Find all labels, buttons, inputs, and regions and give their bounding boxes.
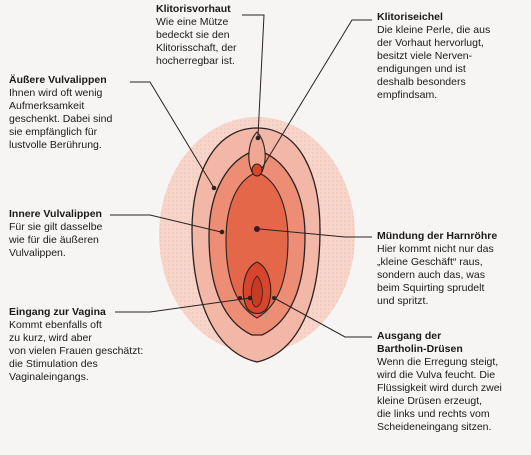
leader-line-bartholin <box>275 298 372 338</box>
label-innere-vulvalippen-title: Innere Vulvalippen <box>9 208 102 220</box>
label-muendung-harnroehre: Mündung der Harnröhre Hier kommt nicht n… <box>377 230 527 308</box>
bartholin-right-dot <box>272 296 276 300</box>
label-aeussere-vulvalippen-title: Äußere Vulvalippen <box>9 74 107 86</box>
label-klitoriseichel: Klitoriseichel Die kleine Perle, die aus… <box>377 11 527 102</box>
leader-dot-klitorisvorhaut <box>255 135 261 141</box>
label-klitorisvorhaut-title: Klitorisvorhaut <box>156 3 231 15</box>
label-klitorisvorhaut: Klitorisvorhaut Wie eine Mütze bedeckt s… <box>156 3 276 68</box>
label-muendung-harnroehre-title: Mündung der Harnröhre <box>377 230 498 242</box>
label-klitoriseichel-title: Klitoriseichel <box>377 11 443 23</box>
label-innere-vulvalippen: Innere Vulvalippen Für sie gilt dasselbe… <box>9 208 149 260</box>
label-innere-vulvalippen-desc: Für sie gilt dasselbe wie für die äußere… <box>9 221 103 259</box>
leader-line-innere-vulvalippen <box>110 214 222 233</box>
label-eingang-vagina-desc: Kommt ebenfalls oft zu kurz, wird aber v… <box>9 319 144 383</box>
label-bartholin-druesen: Ausgang der Bartholin-Drüsen Wenn die Er… <box>377 330 527 434</box>
label-klitoriseichel-desc: Die kleine Perle, die aus der Vorhaut he… <box>377 24 491 101</box>
urethral-opening-shape <box>254 226 260 232</box>
label-bartholin-druesen-desc: Wenn die Erregung steigt, wird die Vulva… <box>377 356 502 433</box>
label-eingang-vagina: Eingang zur Vagina Kommt ebenfalls oft z… <box>9 306 159 384</box>
label-bartholin-druesen-title: Ausgang der Bartholin-Drüsen <box>377 330 463 355</box>
label-aeussere-vulvalippen-desc: Ihnen wird oft wenig Aufmerksamkeit gesc… <box>9 87 113 151</box>
label-aeussere-vulvalippen: Äußere Vulvalippen Ihnen wird oft wenig … <box>9 74 149 152</box>
leader-line-harnroehre <box>259 228 372 238</box>
label-muendung-harnroehre-desc: Hier kommt nicht nur das „kleine Geschäf… <box>377 243 494 307</box>
leader-line-eingang-vagina <box>115 297 251 313</box>
clitoral-glans-shape <box>251 163 263 177</box>
leader-line-klitoriseichel <box>261 19 372 169</box>
leader-dot-eingang-vagina <box>247 295 253 301</box>
label-klitorisvorhaut-desc: Wie eine Mütze bedeckt sie den Klitoriss… <box>156 16 237 67</box>
vestibule-shape <box>225 171 289 319</box>
vaginal-opening-inner <box>250 275 263 308</box>
leader-line-klitorisvorhaut <box>242 14 265 137</box>
leader-line-aeussere-vulvalippen <box>130 81 215 189</box>
label-eingang-vagina-title: Eingang zur Vagina <box>9 306 106 318</box>
leader-dot-innere-vulvalippen <box>219 229 225 235</box>
leader-dot-aeussere-vulvalippen <box>211 185 217 191</box>
